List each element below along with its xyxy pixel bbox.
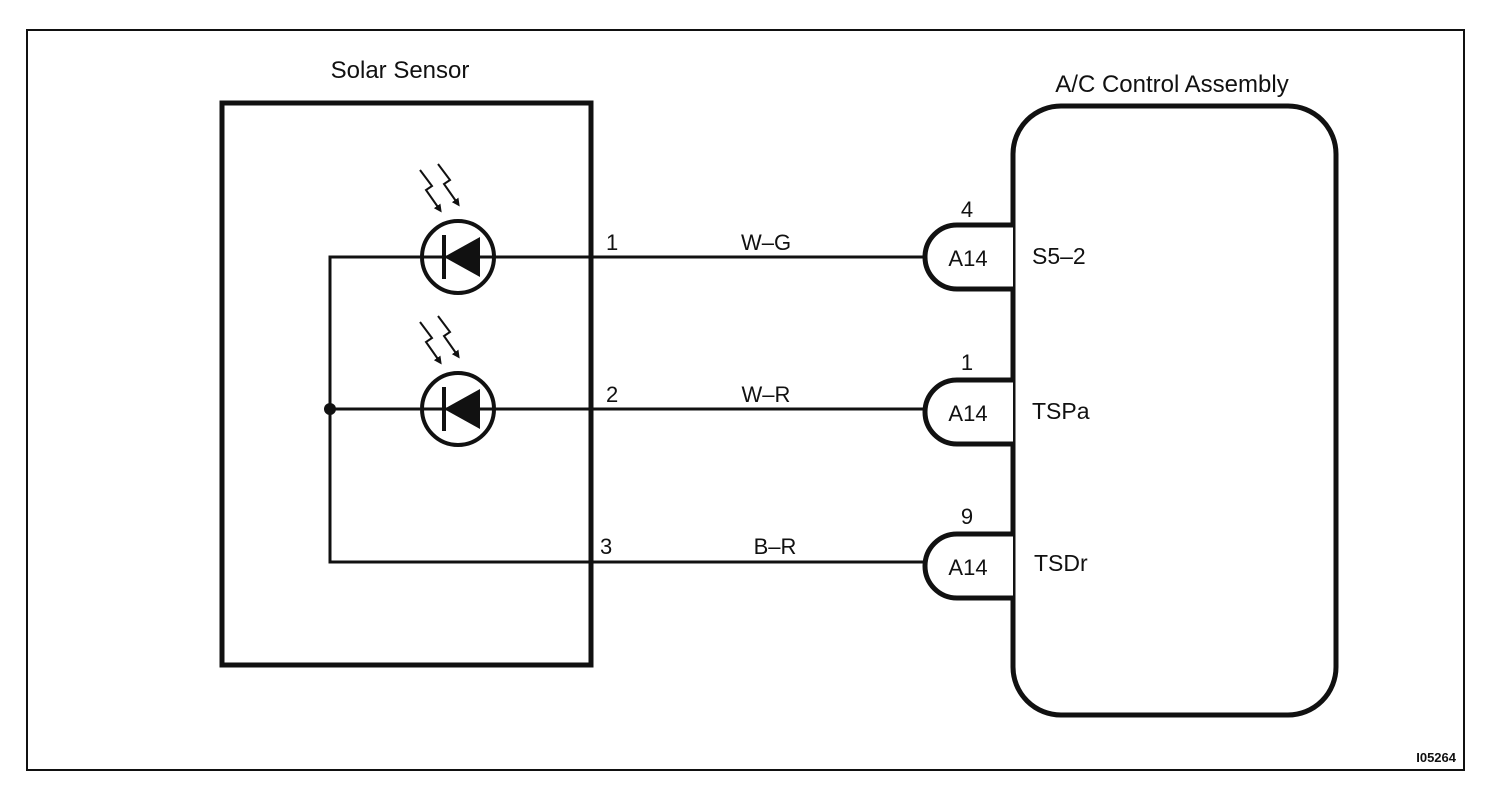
connector-label: A14	[948, 555, 987, 580]
sensor-pin-1: 1	[606, 230, 618, 255]
terminal-s5-2: S5–2	[1032, 243, 1086, 269]
ac-control-title: A/C Control Assembly	[1055, 71, 1288, 98]
connector-label: A14	[948, 401, 987, 426]
photodiode-2	[420, 371, 496, 447]
terminal-tsdr: TSDr	[1034, 550, 1088, 576]
light-rays-icon	[419, 163, 460, 213]
connector-pin-4: 4	[961, 197, 973, 222]
wire-color-3: B–R	[754, 534, 797, 559]
connector-pin-1: 1	[961, 350, 973, 375]
connector-label: A14	[948, 246, 987, 271]
junction-dot	[324, 403, 336, 415]
photodiode-1	[420, 219, 496, 295]
connector-a14-1: A14	[922, 222, 1013, 292]
solar-sensor-title: Solar Sensor	[331, 57, 470, 84]
solar-sensor-box	[219, 100, 594, 668]
light-rays-icon	[419, 315, 460, 365]
diagram-frame	[26, 29, 1465, 771]
wire-color-1: W–G	[741, 230, 791, 255]
wire-color-2: W–R	[742, 382, 791, 407]
connector-pin-9: 9	[961, 504, 973, 529]
terminal-tspa: TSPa	[1032, 398, 1090, 424]
connector-a14-3: A14	[922, 531, 1013, 601]
figure-code: I05264	[1416, 750, 1457, 765]
sensor-pin-3: 3	[600, 534, 612, 559]
sensor-pin-2: 2	[606, 382, 618, 407]
connector-a14-2: A14	[922, 377, 1013, 447]
